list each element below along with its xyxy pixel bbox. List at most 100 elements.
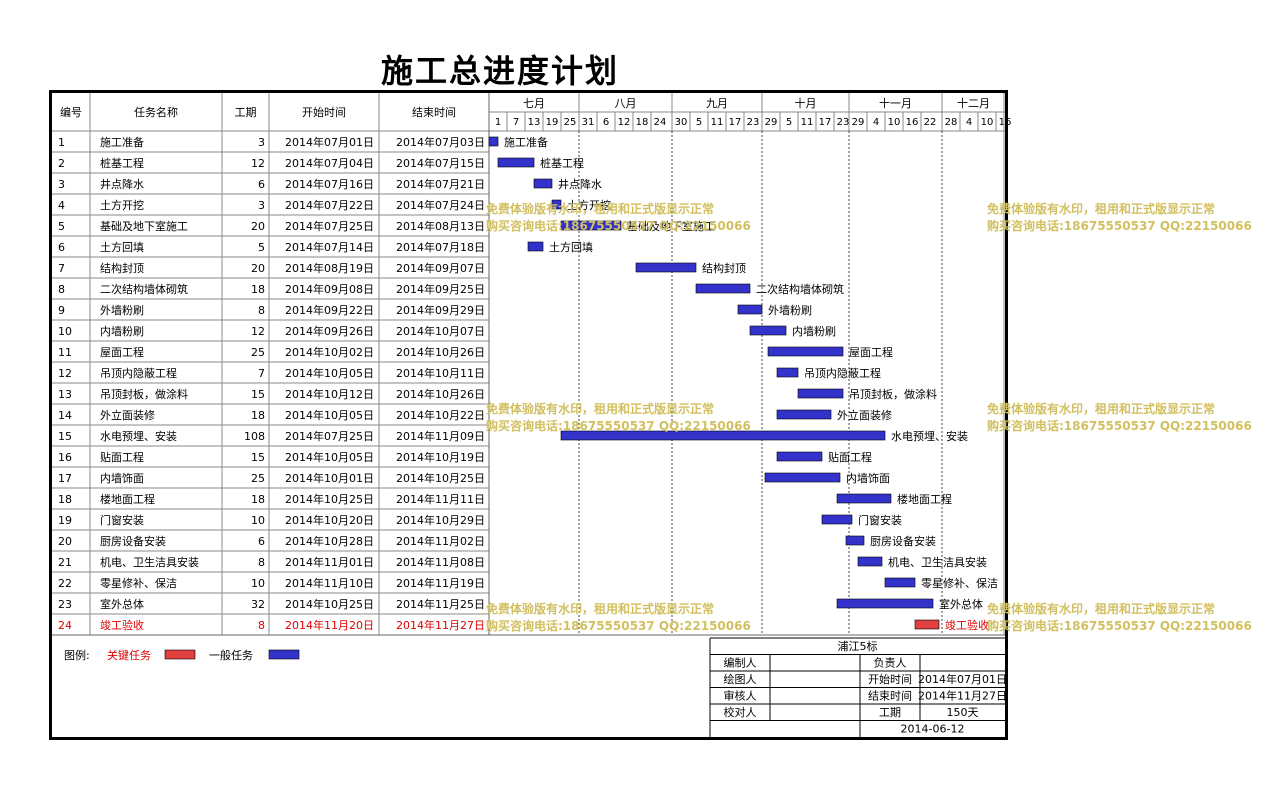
task-end: 2014年10月19日: [396, 450, 485, 464]
task-duration: 15: [251, 451, 265, 464]
day-label: 13: [528, 117, 541, 128]
day-label: 4: [966, 117, 972, 128]
bar-label: 机电、卫生洁具安装: [888, 555, 987, 569]
task-id: 18: [58, 493, 72, 506]
bar-label: 水电预埋、安装: [891, 429, 968, 443]
watermark: 免费体验版有水印，租用和正式版显示正常 购买咨询电话:18675550537 Q…: [486, 201, 751, 235]
watermark-line1: 免费体验版有水印，租用和正式版显示正常: [486, 402, 715, 416]
task-duration: 25: [251, 346, 265, 359]
task-id: 16: [58, 451, 72, 464]
day-label: 23: [747, 117, 760, 128]
task-duration: 20: [251, 262, 265, 275]
bar-label: 外墙粉刷: [768, 303, 812, 317]
task-name: 机电、卫生洁具安装: [100, 555, 199, 569]
watermark-line2: 购买咨询电话:18675550537 QQ:22150066: [987, 219, 1252, 233]
info-label: 负责人: [874, 656, 907, 670]
task-start: 2014年10月05日: [285, 366, 374, 380]
bar-label: 贴面工程: [828, 450, 872, 464]
watermark-line2: 购买咨询电话:18675550537 QQ:22150066: [486, 219, 751, 233]
task-name: 屋面工程: [100, 346, 144, 359]
day-label: 11: [711, 117, 724, 128]
task-end: 2014年08月13日: [396, 219, 485, 233]
day-label: 24: [654, 117, 667, 128]
legend-normal-swatch: [268, 649, 300, 660]
task-id: 6: [58, 241, 65, 254]
task-end: 2014年10月11日: [396, 366, 485, 380]
day-label: 10: [981, 117, 994, 128]
task-start: 2014年07月01日: [285, 135, 374, 149]
task-end: 2014年07月15日: [396, 156, 485, 170]
task-name: 土方开挖: [100, 198, 144, 212]
task-start: 2014年10月05日: [285, 408, 374, 422]
task-name: 零星修补、保洁: [100, 576, 177, 590]
bar-label: 内墙饰面: [846, 471, 890, 485]
task-end: 2014年07月03日: [396, 135, 485, 149]
task-name: 外墙粉刷: [100, 303, 144, 317]
task-id: 3: [58, 178, 65, 191]
day-label: 17: [729, 117, 742, 128]
gantt-bar: [551, 199, 562, 210]
task-id: 5: [58, 220, 65, 233]
task-start: 2014年07月25日: [285, 429, 374, 443]
bar-label: 内墙粉刷: [792, 324, 836, 338]
day-label: 31: [582, 117, 595, 128]
gantt-bar: [764, 472, 841, 483]
info-duration-value: 150天: [947, 706, 979, 719]
task-duration: 3: [258, 199, 265, 212]
bar-label: 楼地面工程: [897, 492, 952, 506]
task-start: 2014年11月01日: [285, 555, 374, 569]
task-end: 2014年10月26日: [396, 387, 485, 401]
day-label: 5: [696, 117, 702, 128]
gantt-bar: [845, 535, 865, 546]
bar-label: 吊顶内隐蔽工程: [804, 366, 881, 380]
info-label: 编制人: [724, 656, 757, 670]
day-label: 29: [765, 117, 778, 128]
gantt-bar: [737, 304, 763, 315]
bar-label: 桩基工程: [540, 156, 584, 170]
task-duration: 5: [258, 241, 265, 254]
task-end: 2014年11月08日: [396, 555, 485, 569]
bar-label: 结构封顶: [702, 261, 746, 275]
task-id: 10: [58, 325, 72, 338]
task-end: 2014年07月24日: [396, 198, 485, 212]
task-start: 2014年07月04日: [285, 156, 374, 170]
gantt-bar: [497, 157, 535, 168]
bar-label: 零星修补、保洁: [921, 576, 998, 590]
task-start: 2014年10月01日: [285, 471, 374, 485]
task-duration: 32: [251, 598, 265, 611]
task-id: 14: [58, 409, 72, 422]
watermark: 免费体验版有水印，租用和正式版显示正常 购买咨询电话:18675550537 Q…: [486, 401, 751, 435]
task-id: 21: [58, 556, 72, 569]
legend-critical-label: 关键任务: [107, 648, 151, 662]
bar-label: 室外总体: [939, 597, 983, 611]
task-id: 4: [58, 199, 65, 212]
task-name: 竣工验收: [100, 618, 144, 632]
info-project: 浦江5标: [838, 639, 878, 653]
legend-title: 图例:: [64, 648, 90, 662]
gantt-bar: [527, 241, 544, 252]
task-id: 9: [58, 304, 65, 317]
task-duration: 25: [251, 472, 265, 485]
task-start: 2014年10月25日: [285, 492, 374, 506]
header-id: 编号: [60, 105, 82, 119]
month-label: 八月: [615, 97, 637, 110]
gantt-bar: [776, 367, 799, 378]
task-name: 二次结构墙体砌筑: [100, 282, 188, 296]
gantt-bar: [836, 598, 934, 609]
watermark-line1: 免费体验版有水印，租用和正式版显示正常: [987, 402, 1216, 416]
month-label: 十一月: [879, 96, 912, 110]
watermark-line1: 免费体验版有水印，租用和正式版显示正常: [486, 602, 715, 616]
day-label: 4: [873, 117, 879, 128]
task-id: 15: [58, 430, 72, 443]
day-label: 25: [564, 117, 577, 128]
legend-critical-swatch: [164, 649, 196, 660]
day-label: 18: [636, 117, 649, 128]
watermark-line1: 免费体验版有水印，租用和正式版显示正常: [486, 202, 715, 216]
day-label: 7: [513, 117, 519, 128]
day-label: 17: [819, 117, 832, 128]
task-name: 水电预埋、安装: [100, 429, 177, 443]
task-duration: 6: [258, 535, 265, 548]
task-duration: 10: [251, 514, 265, 527]
header-end: 结束时间: [412, 106, 456, 119]
task-duration: 18: [251, 493, 265, 506]
